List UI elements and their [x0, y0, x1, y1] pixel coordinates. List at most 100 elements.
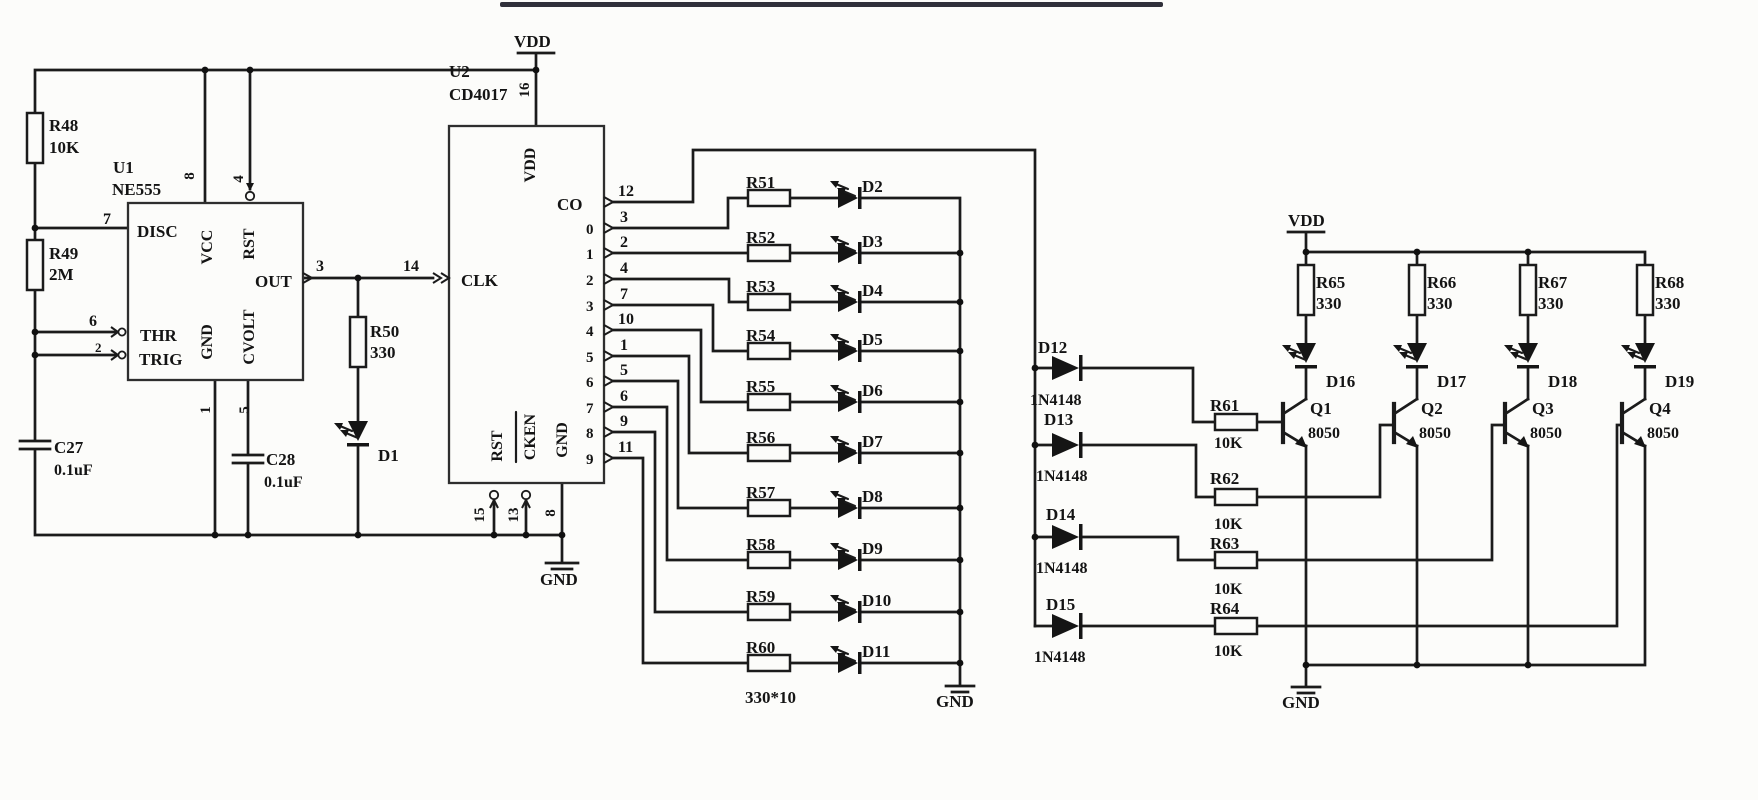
q1-value: 8050: [1308, 425, 1340, 442]
r67-value: 330: [1538, 294, 1564, 313]
u1-pin6-number: 6: [89, 313, 97, 330]
u2-out1-label: 1: [586, 247, 594, 263]
led-d6-label: D6: [862, 381, 883, 400]
q3-value: 8050: [1530, 425, 1562, 442]
led-d7-icon: [830, 436, 862, 464]
resistor-r58: [746, 550, 792, 570]
q2-ref: Q2: [1421, 399, 1443, 418]
d14-ref: D14: [1046, 505, 1076, 524]
d15-value: 1N4148: [1034, 649, 1086, 666]
u1-rst-label: RST: [241, 228, 258, 259]
led-d16-icon: [1282, 343, 1317, 369]
r56-ref: R56: [746, 428, 775, 447]
gnd-label-right: GND: [1282, 693, 1320, 712]
trig-pin-terminal: [117, 350, 127, 360]
resistor-r68: [1635, 263, 1655, 317]
led-d1-icon: [334, 421, 369, 447]
resistor-r66: [1407, 263, 1427, 317]
resistor-r48: [25, 111, 45, 165]
u2-out1-pin: 2: [620, 234, 628, 251]
transistor-q2-icon: [1394, 399, 1418, 448]
u2-out8-pin: 9: [620, 413, 628, 430]
resistor-r57: [746, 498, 792, 518]
c27-value: 0.1uF: [54, 462, 93, 479]
resistor-r49: [25, 238, 45, 292]
led-d1-label: D1: [378, 446, 399, 465]
r53-ref: R53: [746, 277, 775, 296]
q2-value: 8050: [1419, 425, 1451, 442]
led-d17-label: D17: [1437, 372, 1467, 391]
r48-ref: R48: [49, 116, 78, 135]
q4-value: 8050: [1647, 425, 1679, 442]
d13-ref: D13: [1044, 410, 1073, 429]
u1-part: NE555: [112, 180, 161, 199]
r49-value: 2M: [49, 265, 74, 284]
r65-ref: R65: [1316, 273, 1345, 292]
rst-pin-terminal: [244, 190, 256, 202]
u1-thr-label: THR: [140, 326, 178, 345]
u2-clk-label: CLK: [461, 271, 499, 290]
d13-value: 1N4148: [1036, 468, 1088, 485]
u2-vdd-label: VDD: [522, 148, 539, 183]
wire-driver-section: [1033, 230, 1647, 695]
u1-ref: U1: [113, 158, 134, 177]
led-d2-icon: [830, 181, 862, 209]
led-d5-icon: [830, 334, 862, 362]
u2-pin8-number: 8: [543, 509, 559, 517]
resistor-r61: [1213, 412, 1259, 432]
u2-pin15-number: 15: [472, 508, 488, 523]
u2-out6-pin: 5: [620, 362, 628, 379]
led-d10-icon: [830, 595, 862, 623]
r49-ref: R49: [49, 244, 78, 263]
u2-rst-label: RST: [489, 430, 506, 461]
r62-value: 10K: [1214, 516, 1243, 533]
u2-out0-label: 0: [586, 222, 594, 238]
r51-ref: R51: [746, 173, 775, 192]
u1-vcc-label: VCC: [199, 230, 216, 265]
u2-pin16-number: 16: [517, 82, 533, 98]
resistor-r67: [1518, 263, 1538, 317]
led-d11-icon: [830, 646, 862, 674]
q3-ref: Q3: [1532, 399, 1554, 418]
r63-ref: R63: [1210, 534, 1239, 553]
u2-out9-label: 9: [586, 452, 594, 468]
u1-pin7-number: 7: [103, 211, 111, 228]
d15-ref: D15: [1046, 595, 1075, 614]
r50-ref: R50: [370, 322, 399, 341]
r67-ref: R67: [1538, 273, 1568, 292]
top-crop-strip: [500, 2, 1163, 7]
led-d4-icon: [830, 285, 862, 313]
transistor-q3-icon: [1505, 399, 1529, 448]
led-d19-label: D19: [1665, 372, 1694, 391]
u2-out2-pin: 4: [620, 260, 628, 277]
vdd-label-top: VDD: [514, 32, 551, 51]
resistor-r54: [746, 341, 792, 361]
r68-ref: R68: [1655, 273, 1684, 292]
r48-value: 10K: [49, 138, 80, 157]
u2-out6-label: 6: [586, 375, 594, 391]
wire-left-section: [18, 51, 580, 571]
u2-pin13-number: 13: [506, 508, 522, 523]
u1-out-label: OUT: [255, 272, 293, 291]
led-d5-label: D5: [862, 330, 883, 349]
u2-co-label: CO: [557, 195, 583, 214]
d14-value: 1N4148: [1036, 560, 1088, 577]
r64-ref: R64: [1210, 599, 1240, 618]
r63-value: 10K: [1214, 581, 1243, 598]
r66-value: 330: [1427, 294, 1453, 313]
resistor-array-note: 330*10: [745, 688, 796, 707]
wire-counter-outputs: [611, 148, 1037, 665]
resistor-r50: [348, 315, 368, 369]
wire-led-bar: [788, 196, 976, 694]
led-d7-label: D7: [862, 432, 883, 451]
c28-ref: C28: [266, 450, 295, 469]
r61-ref: R61: [1210, 396, 1239, 415]
u2-pin14-number: 14: [403, 258, 419, 275]
resistor-r56: [746, 443, 792, 463]
resistor-r62: [1213, 487, 1259, 507]
d12-value: 1N4148: [1030, 392, 1082, 409]
led-d8-label: D8: [862, 487, 883, 506]
r54-ref: R54: [746, 326, 776, 345]
resistor-r51: [746, 188, 792, 208]
u2-out4-pin: 10: [618, 311, 634, 328]
